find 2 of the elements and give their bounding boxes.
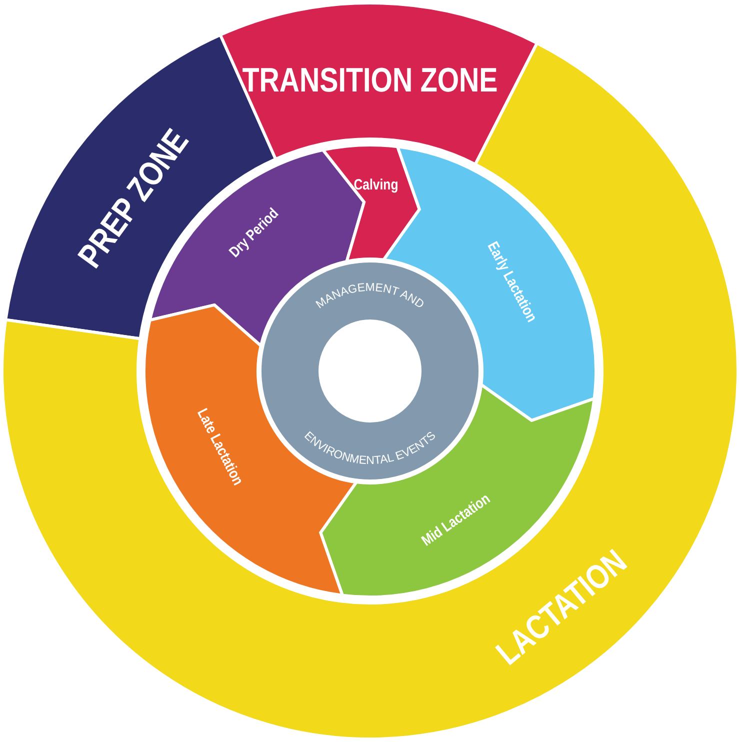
stage-label: Calving [354,176,399,194]
zone-label: TRANSITION ZONE [242,62,498,100]
